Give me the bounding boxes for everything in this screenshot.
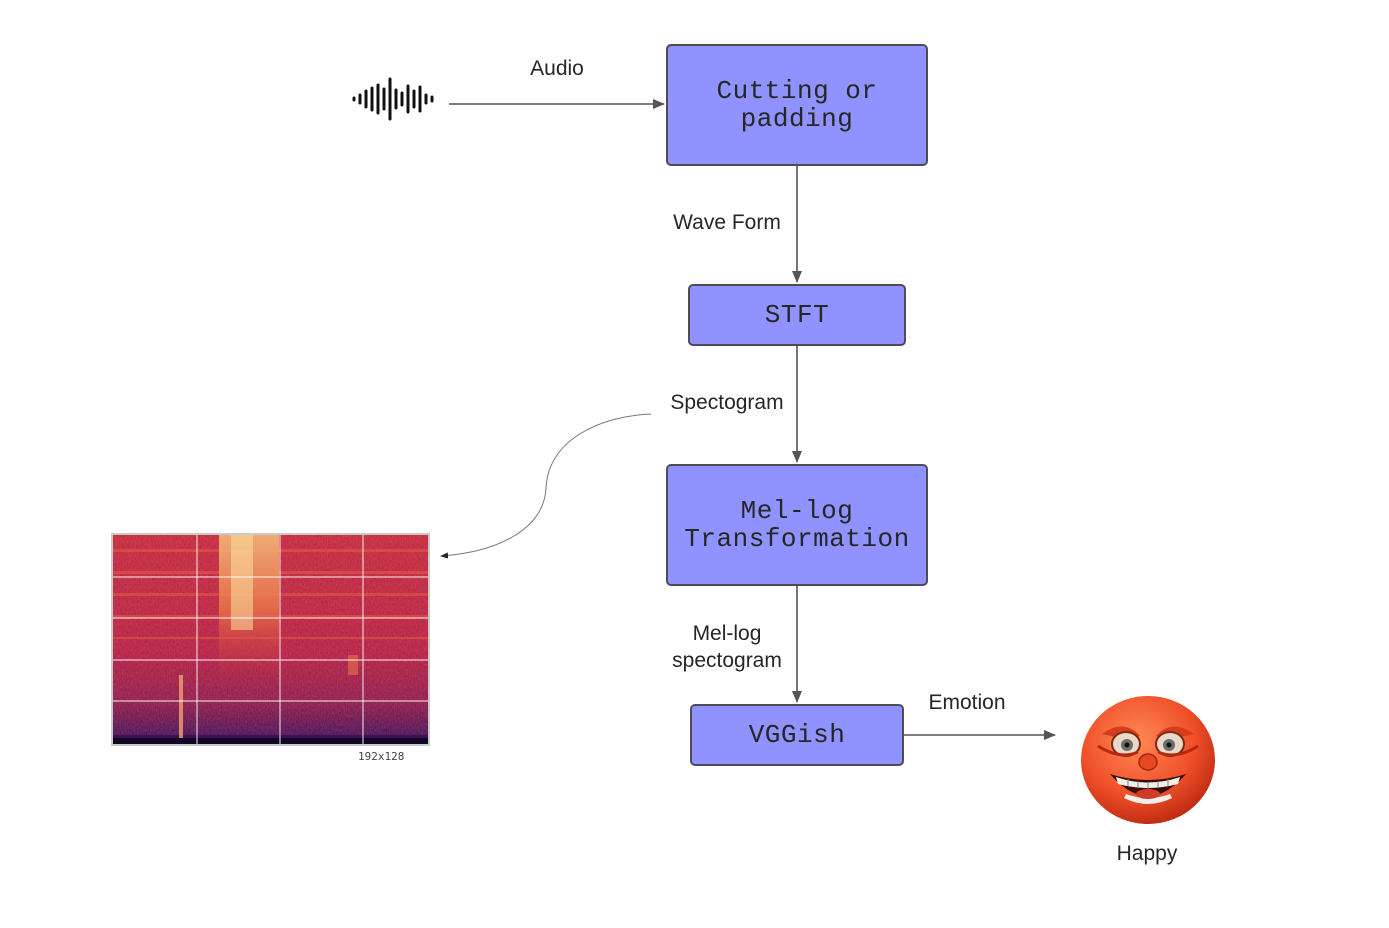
node-cutting-or-padding: Cutting or padding: [666, 44, 928, 166]
audio-waveform-icon: [352, 77, 434, 121]
node-stft: STFT: [688, 284, 906, 346]
happy-face-icon: [1081, 696, 1215, 824]
edge-label-wave-form: Wave Form: [673, 211, 781, 234]
edge-label-audio: Audio: [530, 57, 584, 80]
output-label-happy: Happy: [1116, 842, 1178, 865]
node-mel-log-transformation: Mel-log Transformation: [666, 464, 928, 586]
spectrogram-caption: 192x128: [358, 750, 405, 763]
spectrogram-graphic: [113, 535, 428, 744]
edge-label-mel-log-spectogram: Mel-log spectogram: [672, 622, 782, 672]
spectrogram-image: [111, 533, 430, 746]
edge-label-emotion: Emotion: [928, 691, 1006, 714]
edge-spectogram-to-image: [440, 413, 652, 559]
node-vggish: VGGish: [690, 704, 904, 766]
edge-label-spectogram: Spectogram: [670, 391, 784, 414]
